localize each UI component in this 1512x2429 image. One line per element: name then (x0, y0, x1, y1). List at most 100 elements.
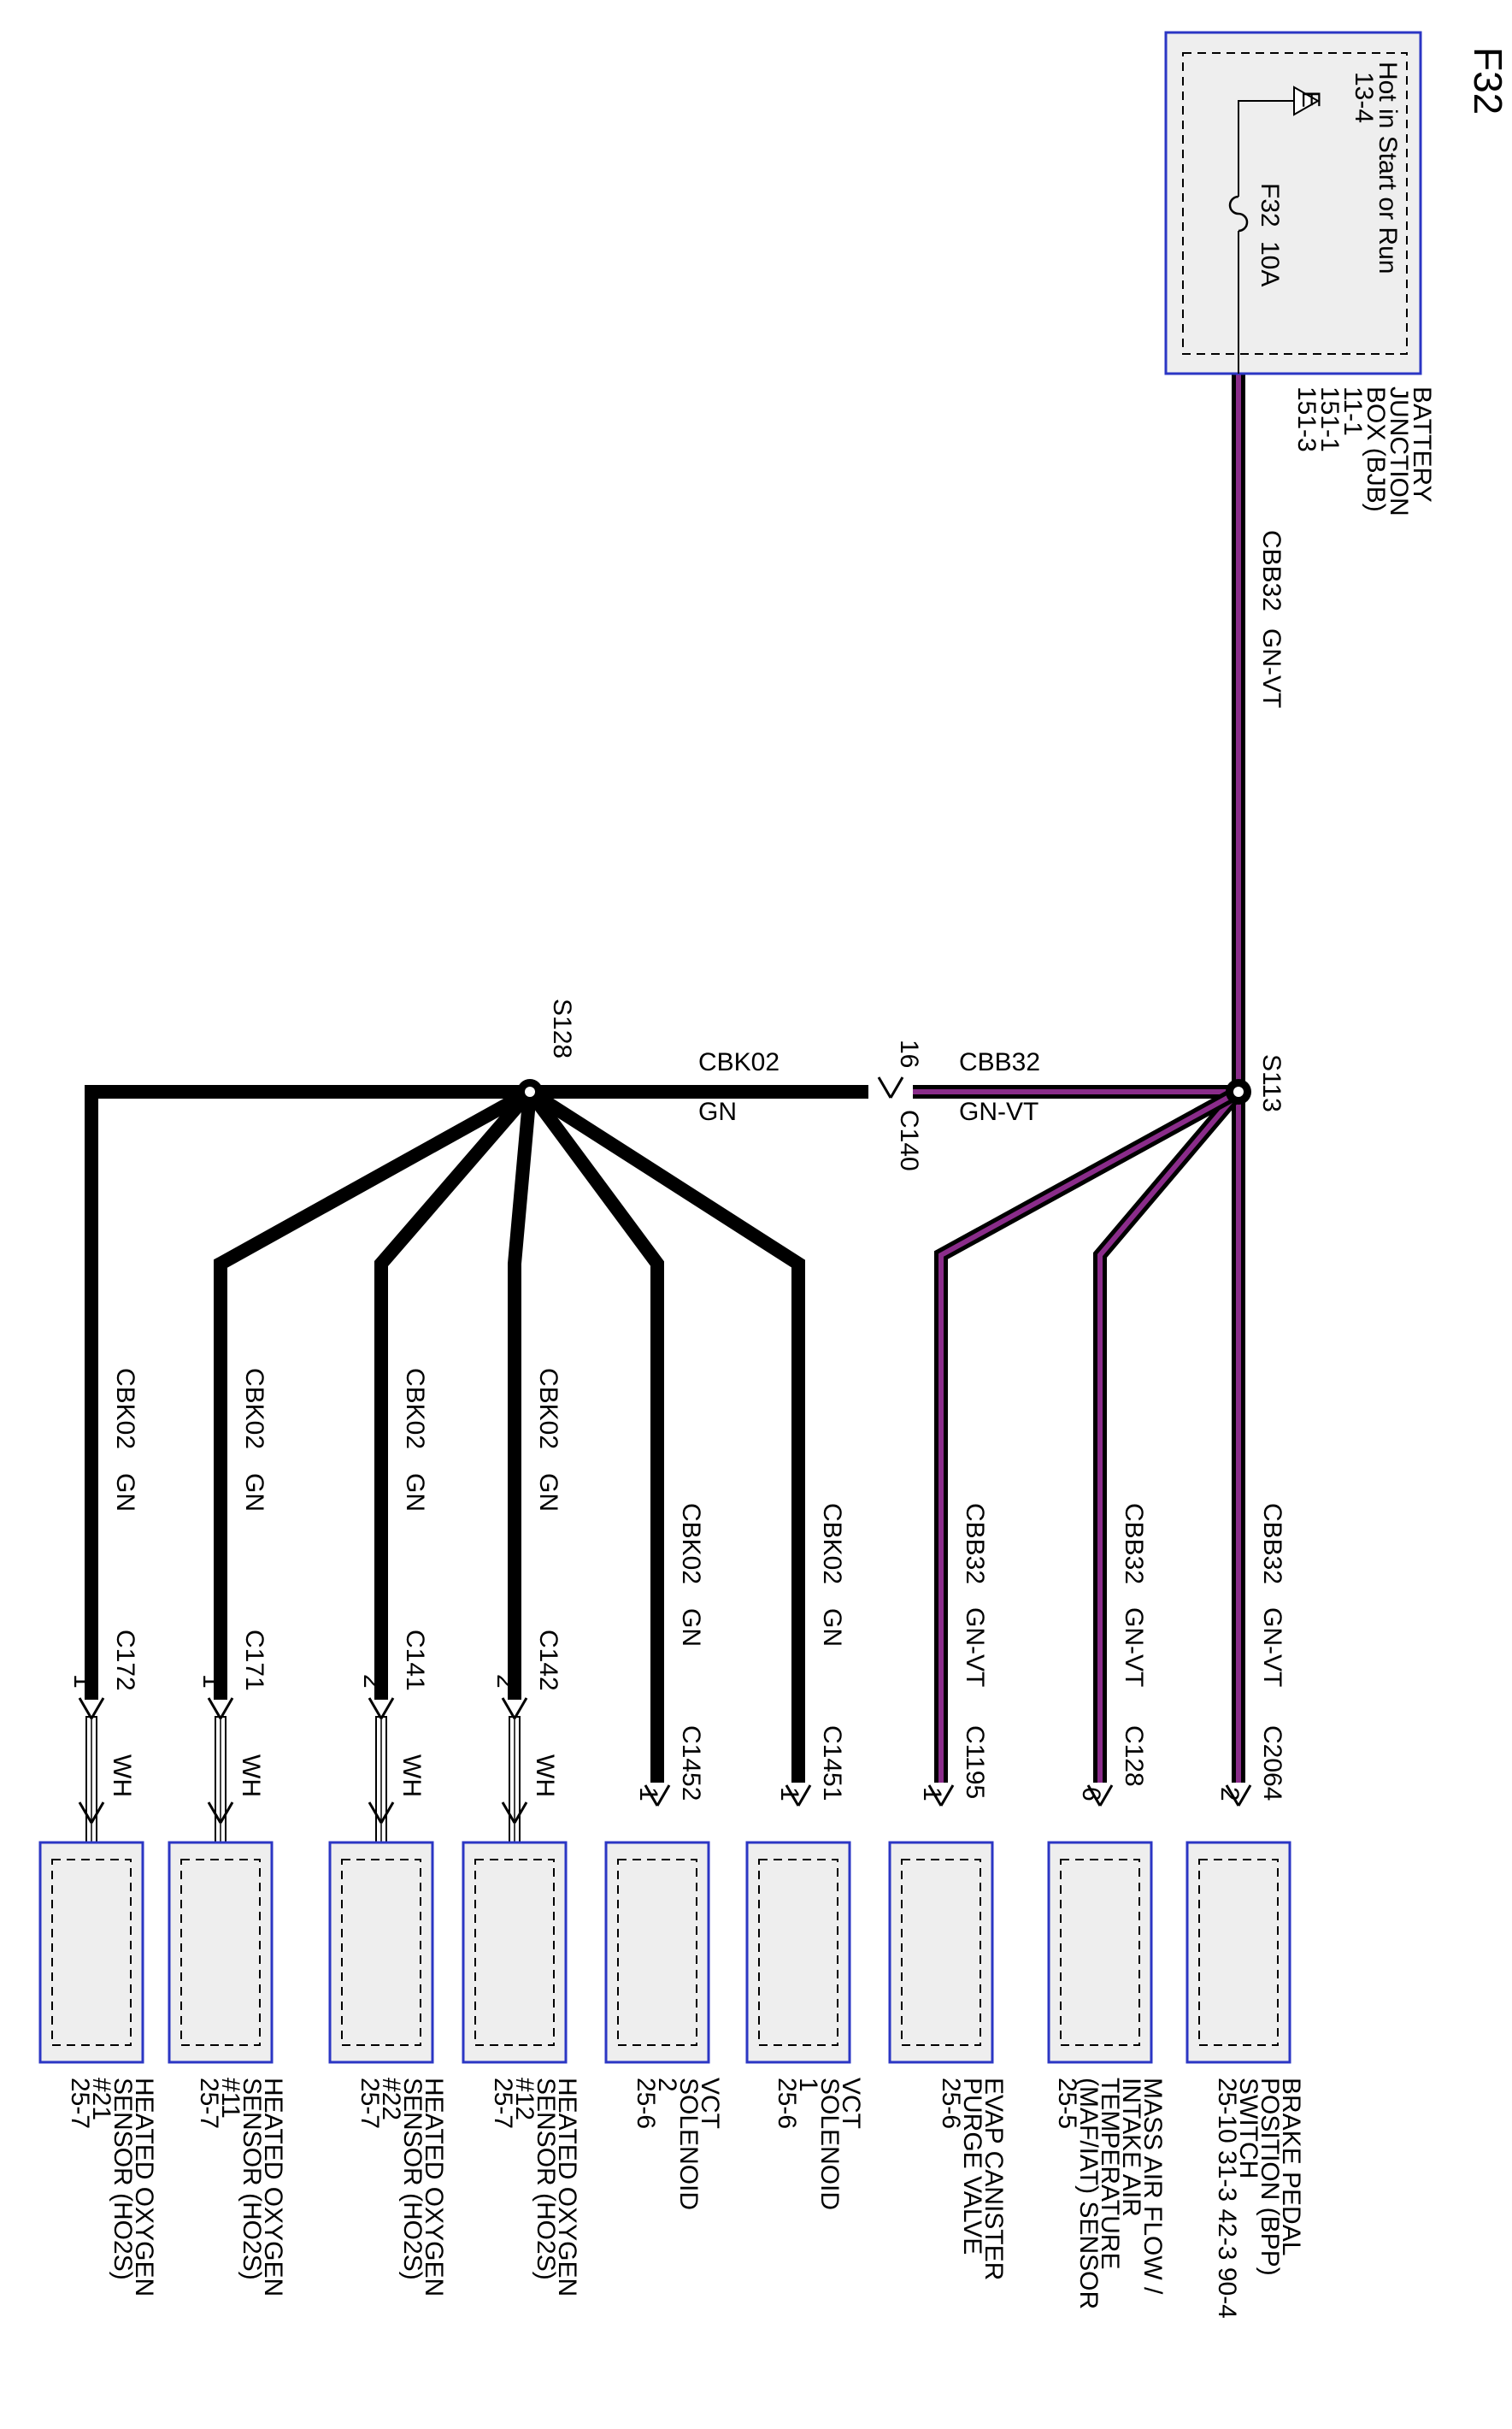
connector-pointer-c1451-b (797, 1784, 812, 1807)
branch-circuit-label: CBB32 (1120, 1503, 1148, 1584)
connector-pointer-c142-b (513, 1697, 528, 1719)
pigtail-end-pointer-a (78, 1801, 93, 1824)
component-name-line: SENSOR (HO2S) (238, 2078, 266, 2280)
fuse-icon (1228, 195, 1249, 233)
component-name-line: 25-5 (1053, 2078, 1081, 2129)
branch-circuit-label: CBK02 (240, 1368, 268, 1449)
branch-color-label: GN-VT (1258, 1607, 1286, 1687)
connector-id-label: C141 (401, 1630, 429, 1691)
battery-junction-box-name-line: BATTERY (1408, 386, 1436, 503)
component-name-line: TEMPERATURE (1096, 2078, 1124, 2269)
pigtail-end-pointer-b (379, 1801, 395, 1824)
component-box-c172 (38, 1841, 144, 2064)
connector-pointer-c1195 (927, 1784, 955, 1807)
component-name-line: INTAKE AIR (1117, 2078, 1145, 2217)
connector-pointer-c141-b (379, 1697, 395, 1719)
branch-wire-c171 (214, 1086, 533, 1700)
branch-circuit-label: CBK02 (677, 1503, 705, 1584)
wire-layer (85, 374, 1245, 1843)
component-name-line: 25-10 31-3 42-3 90-4 (1213, 2078, 1241, 2319)
branch-wire-c1451 (526, 1086, 805, 1783)
connector-id-label: C128 (1120, 1725, 1148, 1787)
branch-wire-c1452-outer (524, 1088, 664, 1783)
component-box-c2064 (1185, 1841, 1291, 2064)
connector-pointer-c1195-a (927, 1784, 943, 1807)
branch-color-label: GN-VT (1120, 1607, 1148, 1687)
component-name-line: 25-6 (937, 2078, 965, 2129)
pigtail-end-pointer (368, 1801, 395, 1824)
splice-s128-label: S128 (548, 999, 576, 1058)
page-title: F32 (1466, 47, 1510, 115)
pigtail-c141 (375, 1716, 387, 1843)
component-name-line: 25-7 (356, 2078, 384, 2129)
component-name-line: SOLENOID (815, 2078, 844, 2210)
ground-symbol-label: E (1297, 91, 1325, 108)
pigtail-c172 (85, 1716, 97, 1843)
connector-pointer-c142 (501, 1697, 528, 1719)
connector-pointer-c2064 (1225, 1784, 1252, 1807)
connector-pointer-c1451 (785, 1784, 812, 1807)
battery-junction-box-name-line: BOX (BJB) (1362, 386, 1390, 512)
fuse-feed-line (1238, 100, 1294, 197)
component-name-line: HEATED OXYGEN (259, 2078, 287, 2296)
connector-id-label: C1451 (818, 1725, 846, 1801)
connector-pointer-c2064-a (1225, 1784, 1240, 1807)
left-color-label: GN-VT (959, 1098, 1038, 1126)
component-box-c1452 (604, 1841, 710, 2064)
component-name-line: BRAKE PEDAL (1277, 2078, 1305, 2255)
connector-pin-label: 1 (68, 1674, 97, 1689)
trunk-wire-color-label: GN-VT (1257, 628, 1285, 708)
battery-junction-box-name-line: 151-3 (1292, 386, 1321, 452)
component-name-line: VCT (837, 2078, 865, 2129)
connector-id-label: C2064 (1258, 1725, 1286, 1801)
connector-pointer-c128 (1086, 1784, 1114, 1807)
component-name-line: (MAF/IAT) SENSOR (1074, 2078, 1103, 2309)
pigtail-end-pointer-a (368, 1801, 383, 1824)
component-box-c128 (1047, 1841, 1153, 2064)
component-name-line: #22 (377, 2078, 405, 2120)
component-name-line: MASS AIR FLOW / (1138, 2078, 1167, 2295)
pigtail-end-pointer (501, 1801, 528, 1824)
fuse-rating-label: 10A (1256, 241, 1284, 286)
connector-pin-label: 2 (491, 1674, 520, 1689)
branch-color-label: GN (677, 1608, 705, 1647)
component-name-line: 25-7 (66, 2078, 94, 2129)
splice-s128-center (525, 1087, 535, 1097)
connector-pointer-c128-a (1086, 1784, 1102, 1807)
component-name-line: HEATED OXYGEN (420, 2078, 448, 2296)
battery-junction-box-name-line: JUNCTION (1385, 386, 1413, 516)
component-name-line: #21 (87, 2078, 115, 2120)
hot-in-start-or-run-label: Hot in Start or Run (1374, 62, 1402, 274)
right-circuit-label: CBK02 (698, 1048, 780, 1076)
component-box-c1451 (745, 1841, 851, 2064)
connector-id-label: C142 (534, 1630, 562, 1691)
pigtail-color-label: WH (237, 1754, 265, 1797)
component-name-line: PURGE VALVE (958, 2078, 986, 2255)
branch-wire-c142 (508, 1091, 537, 1700)
component-name-line: 25-7 (195, 2078, 223, 2129)
connector-pointer-c172-b (90, 1697, 105, 1719)
component-name-line: 25-7 (489, 2078, 517, 2129)
component-layer (38, 31, 1422, 2064)
right-color-label: GN (698, 1098, 737, 1126)
pigtail-color-label: WH (397, 1754, 426, 1797)
component-name-line: HEATED OXYGEN (553, 2078, 581, 2296)
branch-circuit-label: CBK02 (401, 1368, 429, 1449)
branch-wire-c1451-outer (526, 1086, 805, 1783)
branch-wire-c1195 (934, 1085, 1242, 1783)
branch-color-label: GN (401, 1473, 429, 1512)
connector-pointer-c141-a (368, 1697, 383, 1719)
component-name-line: SWITCH (1234, 2078, 1262, 2178)
branch-wire-c171-outer (214, 1086, 533, 1700)
branch-wire-c141-outer (374, 1087, 536, 1700)
pigtail-end-pointer-b (219, 1801, 234, 1824)
branch-wire-c128 (1093, 1087, 1244, 1783)
battery-junction-box-name-line: 151-1 (1315, 386, 1344, 452)
connector-id-label: C172 (111, 1630, 139, 1691)
inline-connector-pin-label: 16 (895, 1040, 923, 1068)
splice-s113-label: S113 (1257, 1054, 1285, 1112)
branch-wire-c128-stripe (1097, 1090, 1241, 1783)
connector-id-label: C171 (240, 1630, 268, 1691)
branch-wire-c1195-stripe (938, 1089, 1240, 1783)
